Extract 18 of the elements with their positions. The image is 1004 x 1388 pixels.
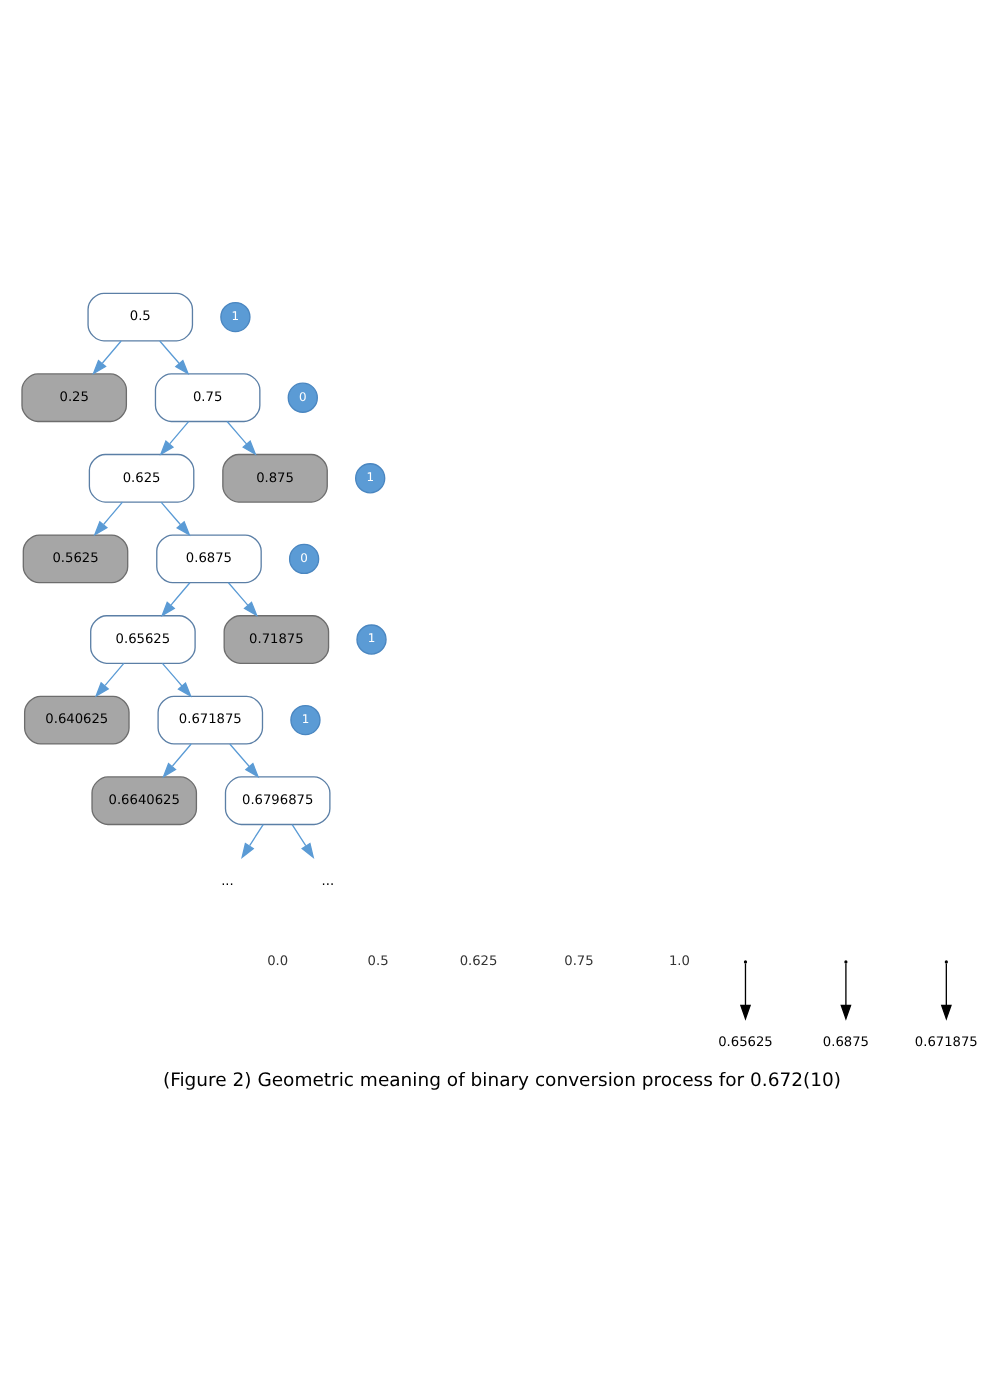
arrow (739, 961, 752, 1020)
arrow (160, 581, 191, 616)
arrow (93, 500, 124, 536)
arrow (840, 961, 852, 1020)
arrow (94, 661, 125, 697)
arrow (241, 822, 264, 858)
arrow (92, 339, 122, 375)
arrow (940, 961, 952, 1020)
arrow (159, 419, 190, 455)
arrow (161, 661, 192, 697)
arrow (160, 500, 191, 536)
arrow (291, 822, 315, 858)
caption: (Figure 2) Geometric meaning of binary conversion process for 0.672(10) (162, 1069, 842, 1092)
arrow (227, 581, 258, 616)
arrow (162, 742, 192, 778)
arrow (159, 339, 190, 375)
arrow (226, 419, 257, 455)
arrow (229, 742, 260, 778)
